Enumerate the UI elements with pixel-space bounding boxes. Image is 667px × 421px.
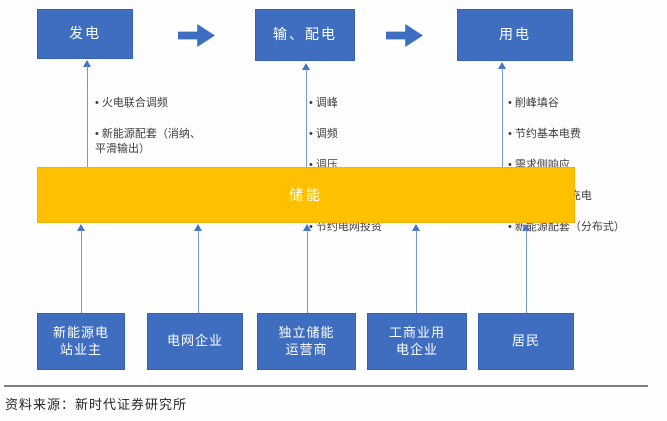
connector-line <box>307 230 309 313</box>
transmission-node: 输、配电 <box>255 9 355 61</box>
list-item: 削峰填谷 <box>508 96 663 112</box>
connector-line <box>306 69 308 167</box>
connector-line <box>416 230 418 313</box>
arrowhead-up-icon <box>77 224 85 231</box>
connector-line <box>502 68 504 167</box>
actor-grid-company: 电网企业 <box>147 313 243 370</box>
footer-divider <box>4 385 648 387</box>
consumption-benefits-list: 削峰填谷 节约基本电费 需求侧响应 新能源汽车充电 新能源配套（分布式） <box>508 80 663 251</box>
actor5-to-storage-arrow <box>522 224 531 313</box>
list-item: 新能源配套（消纳、 平滑输出） <box>95 127 229 158</box>
arrowhead-up-icon <box>498 62 506 69</box>
list-item: 节约基本电费 <box>508 127 663 143</box>
actor1-to-storage-arrow <box>77 224 86 313</box>
actor2-to-storage-arrow <box>194 224 203 313</box>
storage-to-transmission-arrow <box>302 63 311 167</box>
list-item: 调频 <box>309 127 429 143</box>
flow-arrow-generation-to-transmission <box>178 24 215 47</box>
arrowhead-up-icon <box>522 224 530 231</box>
arrowhead-up-icon <box>194 224 202 231</box>
arrowhead-up-icon <box>303 224 311 231</box>
generation-node: 发电 <box>37 9 133 59</box>
actor4-to-storage-arrow <box>412 224 421 313</box>
list-item: 新能源配套（分布式） <box>508 220 663 236</box>
connector-line <box>87 66 89 167</box>
source-note: 资料来源：新时代证券研究所 <box>5 397 188 412</box>
consumption-node: 用电 <box>457 9 573 61</box>
arrowhead-up-icon <box>412 224 420 231</box>
connector-line <box>526 230 528 313</box>
list-item: 火电联合调频 <box>95 96 229 112</box>
list-item: 节约电网投资 <box>309 220 429 236</box>
transmission-benefits-list: 调峰 调频 调压 其他辅助服务 节约电网投资 <box>309 80 429 251</box>
flow-arrow-transmission-to-consumption <box>386 24 423 47</box>
arrowhead-up-icon <box>302 63 310 70</box>
connector-line <box>81 230 83 313</box>
storage-to-generation-arrow <box>83 60 92 167</box>
arrowhead-up-icon <box>83 60 91 67</box>
storage-to-consumption-arrow <box>498 62 507 167</box>
actor-new-energy-plant-owner: 新能源电 站业主 <box>37 313 125 370</box>
actor-residents: 居民 <box>478 313 574 370</box>
actor3-to-storage-arrow <box>303 224 312 313</box>
storage-label: 储能 <box>289 187 323 203</box>
connector-line <box>198 230 200 313</box>
actor-independent-storage-operator: 独立储能 运营商 <box>257 313 356 370</box>
list-item: 调峰 <box>309 96 429 112</box>
storage-bar: 储能 <box>37 167 575 223</box>
generation-benefits-list: 火电联合调频 新能源配套（消纳、 平滑输出） <box>95 80 229 173</box>
actor-industrial-commercial-user: 工商业用 电企业 <box>367 313 467 370</box>
